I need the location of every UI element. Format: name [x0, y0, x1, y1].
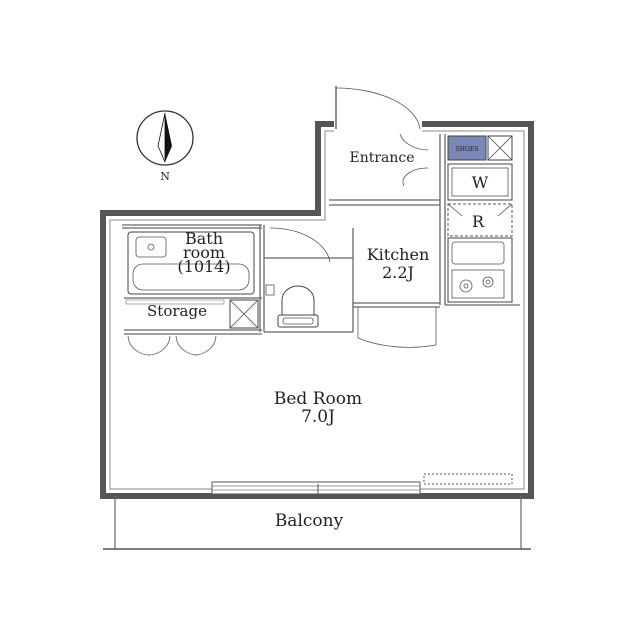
- washer-label: W: [472, 173, 489, 192]
- interior-walls: [122, 134, 520, 335]
- entrance-label: Entrance: [349, 150, 414, 166]
- north-compass-icon: [136, 110, 194, 166]
- refrigerator-space: [447, 203, 513, 237]
- storage-label: Storage: [147, 302, 207, 320]
- door-swings: [127, 133, 437, 356]
- kitchen-size-label: 2.2J: [382, 263, 414, 282]
- bedroom-window: [211, 481, 421, 495]
- sink-valve: [265, 284, 275, 296]
- balcony-area: [103, 496, 531, 550]
- toilet: [277, 285, 319, 328]
- shoebox-label: SHOES: [456, 146, 479, 153]
- ac-unit: [423, 473, 513, 485]
- bathroom-label-line2: room: [183, 243, 225, 262]
- compass-north-label: N: [160, 170, 170, 183]
- entrance-door: [334, 86, 422, 134]
- storage-shelf-x: [125, 299, 259, 329]
- refrigerator-label: R: [472, 212, 485, 231]
- bathroom-size-label: (1014): [177, 257, 230, 276]
- kitchen-label: Kitchen: [367, 245, 430, 264]
- kitchen-counter: [447, 237, 513, 303]
- bathroom-label-line1: Bath: [185, 229, 223, 248]
- shoe-cabinet: [447, 135, 513, 161]
- outer-walls: [100, 121, 534, 499]
- washer-space: [447, 163, 513, 201]
- bathtub: [127, 231, 255, 295]
- bedroom-size-label: 7.0J: [301, 407, 335, 427]
- balcony-label: Balcony: [275, 511, 344, 531]
- bedroom-label: Bed Room: [274, 389, 362, 409]
